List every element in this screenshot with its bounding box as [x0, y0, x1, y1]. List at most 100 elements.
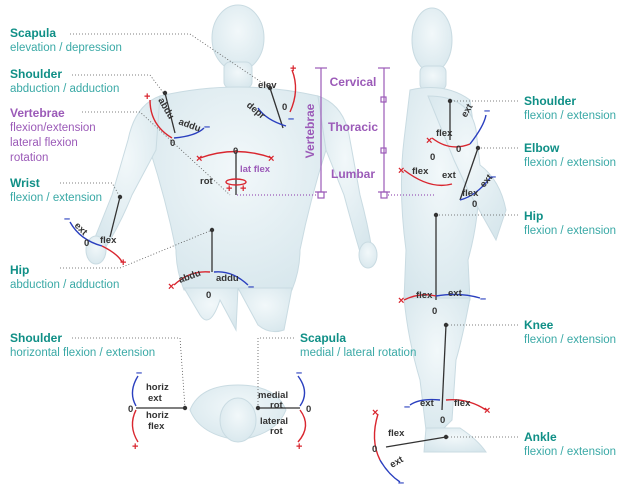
minus-marker: –: [480, 293, 486, 305]
plus-marker: +: [132, 441, 138, 453]
callout-subtitle: flexion / extension: [524, 156, 616, 171]
plus-marker: +: [240, 183, 246, 195]
minus-marker: –: [484, 105, 490, 117]
minus-marker: –: [248, 281, 254, 293]
minus-marker: –: [490, 171, 496, 183]
label-rot: rot: [200, 176, 214, 187]
label-ext-knee: ext: [420, 398, 435, 409]
spine-segment-cervical: Cervical: [330, 75, 377, 89]
callout-title: Hip: [10, 263, 119, 278]
cross-marker: ×: [168, 281, 174, 293]
label-elev: elev: [258, 80, 277, 91]
label-flex-knee: flex: [454, 398, 471, 409]
callout-subtitle: flexion/extension: [10, 121, 96, 136]
callout-title: Scapula: [300, 331, 416, 346]
callout-vertebrae: Vertebrae flexion/extension lateral flex…: [10, 106, 96, 166]
callout-subtitle: rotation: [10, 151, 96, 166]
label-zero-hip: 0: [206, 290, 211, 301]
label-flex-elbow: flex: [412, 166, 429, 177]
callout-subtitle: abduction / adduction: [10, 82, 119, 97]
label-horiz-flex: horiz: [146, 410, 169, 421]
callout-title: Vertebrae: [10, 106, 96, 121]
callout-title: Shoulder: [524, 94, 616, 109]
cross-marker: ×: [268, 153, 274, 165]
label-flex-hip-side: flex: [416, 290, 433, 301]
label-ext-ankle: ext: [388, 454, 406, 471]
minus-marker: –: [136, 367, 142, 379]
callout-title: Shoulder: [10, 67, 119, 82]
label-flex-wrist: flex: [100, 235, 117, 246]
callout-subtitle: flexion / extension: [524, 224, 616, 239]
callout-scapula-rotation: Scapula medial / lateral rotation: [300, 331, 416, 361]
cross-marker: ×: [426, 135, 432, 147]
label-zero-wrist: 0: [84, 238, 89, 249]
label-ext-wrist: ext: [72, 220, 90, 238]
label-zero-elbow: 0: [430, 152, 435, 163]
callout-wrist: Wrist flexion / extension: [10, 176, 102, 206]
spine-axis-label: Vertebrae: [303, 103, 317, 158]
label-zero-hip-side: 0: [432, 306, 437, 317]
spine-segment-lumbar: Lumbar: [331, 167, 375, 181]
callout-title: Scapula: [10, 26, 122, 41]
label-flex-shoulder-side: flex: [436, 128, 453, 139]
label-zero-shoulder-side: 0: [456, 144, 461, 155]
plus-marker: +: [144, 91, 150, 103]
callout-subtitle: flexion / extension: [524, 445, 616, 460]
callout-subtitle: lateral flexion: [10, 136, 96, 151]
plus-marker: +: [226, 183, 232, 195]
label-zero-horiz: 0: [128, 404, 133, 415]
minus-marker: –: [204, 121, 210, 133]
minus-marker: –: [398, 477, 404, 487]
label-zero-elbow-2: 0: [472, 199, 477, 210]
label-lateral-rot: rot: [270, 426, 284, 437]
cross-marker: ×: [372, 407, 378, 419]
minus-marker: –: [64, 213, 70, 225]
cross-marker: ×: [484, 405, 490, 417]
cross-marker: ×: [196, 153, 202, 165]
minus-marker: –: [404, 401, 410, 413]
callout-subtitle: flexion / extension: [524, 109, 616, 124]
callout-shoulder-horizontal: Shoulder horizontal flexion / extension: [10, 331, 155, 361]
plus-marker: +: [120, 257, 126, 269]
label-zero-ankle: 0: [372, 444, 377, 455]
callout-subtitle: horizontal flexion / extension: [10, 346, 155, 361]
callout-scapula-elevation: Scapula elevation / depression: [10, 26, 122, 56]
label-zero-knee: 0: [440, 415, 445, 426]
label-ext-elbow: ext: [442, 170, 457, 181]
callout-subtitle: flexion / extension: [10, 191, 102, 206]
callout-shoulder-abduction: Shoulder abduction / adduction: [10, 67, 119, 97]
label-horiz-ext-2: ext: [148, 393, 163, 404]
label-medial-rot: rot: [270, 400, 284, 411]
minus-marker: –: [296, 367, 302, 379]
callout-knee: Knee flexion / extension: [524, 318, 616, 348]
plus-marker: +: [296, 441, 302, 453]
label-zero-spine: 0: [233, 146, 238, 157]
label-lat-flex: lat flex: [240, 164, 271, 175]
plus-marker: +: [290, 63, 296, 75]
label-zero-scap: 0: [282, 102, 287, 113]
callout-hip-abduction: Hip abduction / adduction: [10, 263, 119, 293]
callout-title: Knee: [524, 318, 616, 333]
callout-subtitle: medial / lateral rotation: [300, 346, 416, 361]
label-zero-shoulder: 0: [170, 138, 175, 149]
callout-hip-flexion: Hip flexion / extension: [524, 209, 616, 239]
callout-title: Wrist: [10, 176, 102, 191]
label-horiz-ext: horiz: [146, 382, 169, 393]
callout-subtitle: flexion / extension: [524, 333, 616, 348]
side-body-silhouette: [401, 8, 506, 452]
label-zero-scap-rot: 0: [306, 404, 311, 415]
minus-marker: –: [288, 113, 294, 125]
label-flex-ankle: flex: [388, 428, 405, 439]
callout-subtitle: abduction / adduction: [10, 278, 119, 293]
callout-shoulder-flexion: Shoulder flexion / extension: [524, 94, 616, 124]
label-flex-elbow-2: flex: [462, 188, 479, 199]
cross-marker: ×: [398, 295, 404, 307]
callout-ankle: Ankle flexion / extension: [524, 430, 616, 460]
callout-elbow: Elbow flexion / extension: [524, 141, 616, 171]
cross-marker: ×: [398, 165, 404, 177]
callout-title: Ankle: [524, 430, 616, 445]
callout-title: Elbow: [524, 141, 616, 156]
callout-subtitle: elevation / depression: [10, 41, 122, 56]
label-addu-hip: addu: [216, 273, 239, 284]
